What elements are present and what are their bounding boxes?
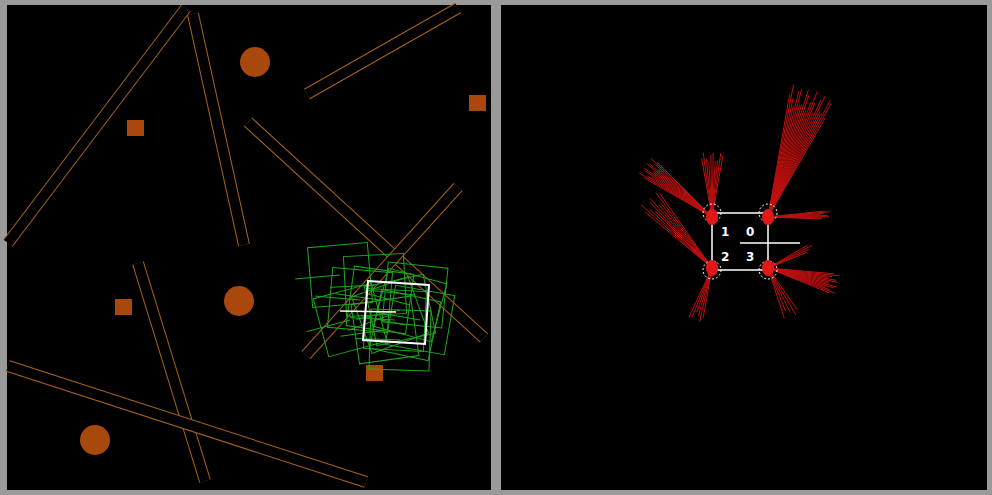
wall-inner <box>193 14 244 245</box>
particle-cloud <box>295 242 455 371</box>
sensor-ray <box>768 268 796 315</box>
sensor-ray <box>660 194 712 268</box>
sensor-ray <box>768 103 815 217</box>
sensor-ray <box>650 209 712 268</box>
sensor-ray <box>641 205 712 268</box>
wall-outline <box>193 14 244 245</box>
sensor-ray <box>656 193 712 268</box>
map-panel <box>7 5 491 490</box>
sensor-ray <box>644 168 712 217</box>
wall-inner <box>8 8 186 243</box>
sensor-ray <box>689 268 712 317</box>
sensor-panel <box>501 5 987 490</box>
wall-outline <box>8 8 186 243</box>
wall-inner <box>138 263 205 481</box>
robot-body <box>703 204 800 279</box>
obstacles <box>80 47 486 455</box>
corner-number: 0 <box>746 226 754 238</box>
sensor-ray <box>768 91 817 217</box>
sensor-ray <box>712 156 723 217</box>
particle-heading <box>307 320 350 332</box>
sensor-ray <box>768 268 835 293</box>
particle-heading <box>355 338 400 340</box>
wall-outline <box>8 366 366 482</box>
sensor-ray <box>768 245 812 268</box>
particle-heading <box>370 290 415 295</box>
sensor-ray <box>768 252 807 268</box>
corner-number: 3 <box>746 251 754 263</box>
corner-number: 2 <box>721 251 729 263</box>
wall-outline <box>138 263 205 481</box>
sensor-ray <box>768 268 837 287</box>
particle-heading <box>361 316 405 325</box>
sensor-ray <box>768 100 830 217</box>
sensor-ray <box>650 198 712 268</box>
sensor-ray <box>768 96 825 217</box>
corner-number: 1 <box>721 226 729 238</box>
sensor-ray <box>651 158 712 217</box>
wall-obstacles <box>8 8 484 482</box>
wall-inner <box>307 8 458 94</box>
sensor-rays <box>639 85 839 322</box>
wall-outline <box>306 187 458 355</box>
wall-inner <box>8 366 366 482</box>
robot-estimate <box>340 281 429 344</box>
particle-heading <box>295 275 340 279</box>
sensor-ray <box>768 103 831 217</box>
sensor-ray <box>768 249 809 268</box>
wall-outline <box>307 8 458 94</box>
sensor-ray <box>768 268 784 318</box>
sensor-ray <box>768 118 825 217</box>
wall-inner <box>306 187 458 355</box>
sensor-ray <box>645 171 712 217</box>
